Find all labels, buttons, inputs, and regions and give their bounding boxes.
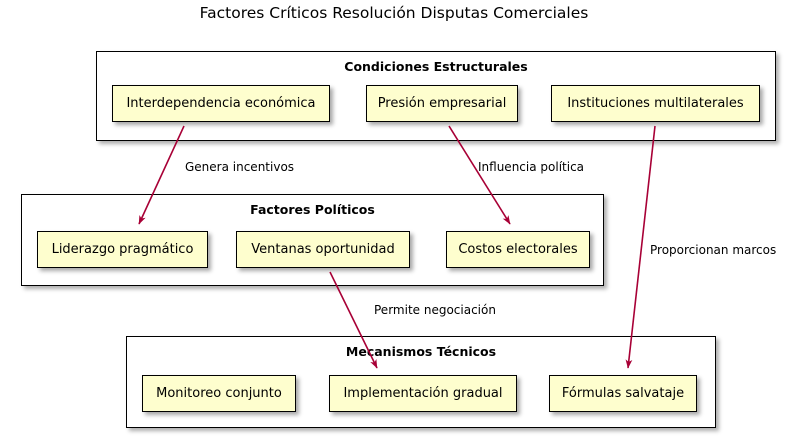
group-title-mecanismos-tecnicos: Mecanismos Técnicos	[345, 344, 497, 359]
node-label: Fórmulas salvataje	[561, 386, 685, 401]
page-title: Factores Críticos Resolución Disputas Co…	[199, 4, 589, 22]
node-label: Instituciones multilaterales	[567, 96, 744, 111]
node-interdependencia-economica[interactable]: Interdependencia económica	[112, 85, 330, 122]
node-formulas-salvataje[interactable]: Fórmulas salvataje	[549, 375, 697, 412]
node-label: Monitoreo conjunto	[156, 386, 282, 401]
node-liderazgo-pragmatico[interactable]: Liderazgo pragmático	[37, 231, 208, 268]
edge-label-permite-negociacion: Permite negociación	[374, 303, 496, 317]
node-label: Ventanas oportunidad	[251, 242, 395, 257]
group-title-condiciones-estructurales: Condiciones Estructurales	[344, 59, 528, 74]
node-instituciones-multilaterales[interactable]: Instituciones multilaterales	[551, 85, 760, 122]
edge-label-proporcionan-marcos: Proporcionan marcos	[650, 243, 777, 257]
edge-label-influencia-politica: Influencia política	[478, 160, 585, 174]
node-label: Liderazgo pragmático	[51, 242, 194, 257]
node-label: Interdependencia económica	[126, 96, 316, 111]
node-label: Implementación gradual	[343, 386, 503, 401]
node-label: Costos electorales	[458, 242, 578, 257]
node-presion-empresarial[interactable]: Presión empresarial	[366, 85, 518, 122]
node-costos-electorales[interactable]: Costos electorales	[446, 231, 590, 268]
node-monitoreo-conjunto[interactable]: Monitoreo conjunto	[142, 375, 296, 412]
node-ventanas-oportunidad[interactable]: Ventanas oportunidad	[236, 231, 410, 268]
group-title-factores-politicos: Factores Políticos	[250, 202, 375, 217]
node-implementacion-gradual[interactable]: Implementación gradual	[329, 375, 517, 412]
edge-label-genera-incentivos: Genera incentivos	[185, 160, 295, 174]
node-label: Presión empresarial	[377, 96, 507, 111]
